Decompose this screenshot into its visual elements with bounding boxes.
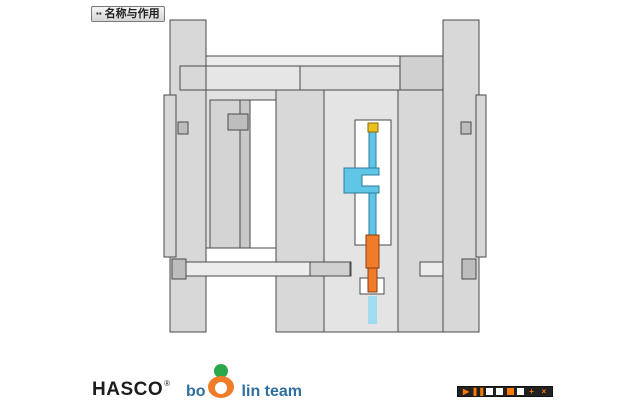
stop-button[interactable] [486,388,494,395]
gate-part [367,122,379,133]
pause-button[interactable]: ❚❚ [471,386,486,396]
ejector-rod-end [309,261,351,277]
coolant-outflow [368,296,377,324]
title-badge[interactable]: ▪▪ 名称与作用 [91,6,165,22]
sprue-bar [299,65,401,91]
left-clamp-screw [177,121,189,135]
step-1-button[interactable] [496,388,504,395]
top-right-block [399,55,444,97]
playback-controls: ▶ ❚❚ + × [457,386,553,397]
core-plate [275,89,325,333]
bolin-team-logo-icon [208,364,234,398]
step-3-button[interactable] [516,388,524,395]
coolant-loop [343,167,380,194]
ejector-pin-top [227,113,249,131]
coolant-upper [368,131,377,169]
hasco-logo: HASCO® [92,379,171,400]
ejector-gap [249,99,277,251]
right-stud [461,258,477,280]
play-button[interactable]: ▶ [463,386,470,396]
return-pin-housing [205,65,301,91]
return-pin-head [179,65,207,91]
step-2-button[interactable] [506,388,514,395]
close-button[interactable]: × [541,386,547,396]
lower-gap [205,247,277,263]
nozzle-tip [367,267,378,293]
badge-marker-icon: ▪▪ [96,9,102,18]
right-clamp-plate [442,19,480,333]
coolant-lower [368,192,377,236]
left-stud [171,258,187,280]
right-ledge [475,94,487,258]
zoom-in-button[interactable]: + [529,386,534,396]
left-ledge [163,94,177,258]
nozzle-body [365,234,380,269]
ejector-rod-right [419,261,444,277]
fixed-plate [397,89,444,333]
right-clamp-screw [460,121,472,135]
title-text: 名称与作用 [104,8,160,20]
